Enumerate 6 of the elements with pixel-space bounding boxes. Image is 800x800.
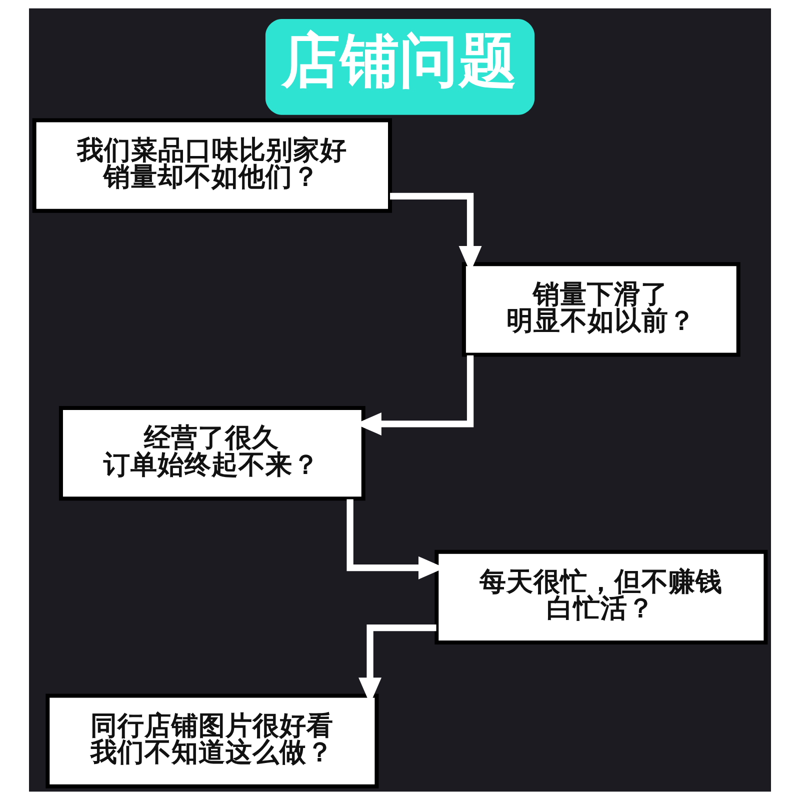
node-box: 经营了很久订单始终起不来？ (58, 406, 366, 501)
node-box: 销量下滑了明显不如以前？ (462, 262, 740, 357)
diagram-title: 店铺问题 (281, 26, 518, 95)
node-box: 每天很忙，但不赚钱白忙活？ (434, 550, 768, 644)
node-box: 同行店铺图片很好看我们不知道这么做？ (46, 694, 379, 788)
node-box: 我们菜品口味比别家好销量却不如他们？ (32, 118, 392, 213)
